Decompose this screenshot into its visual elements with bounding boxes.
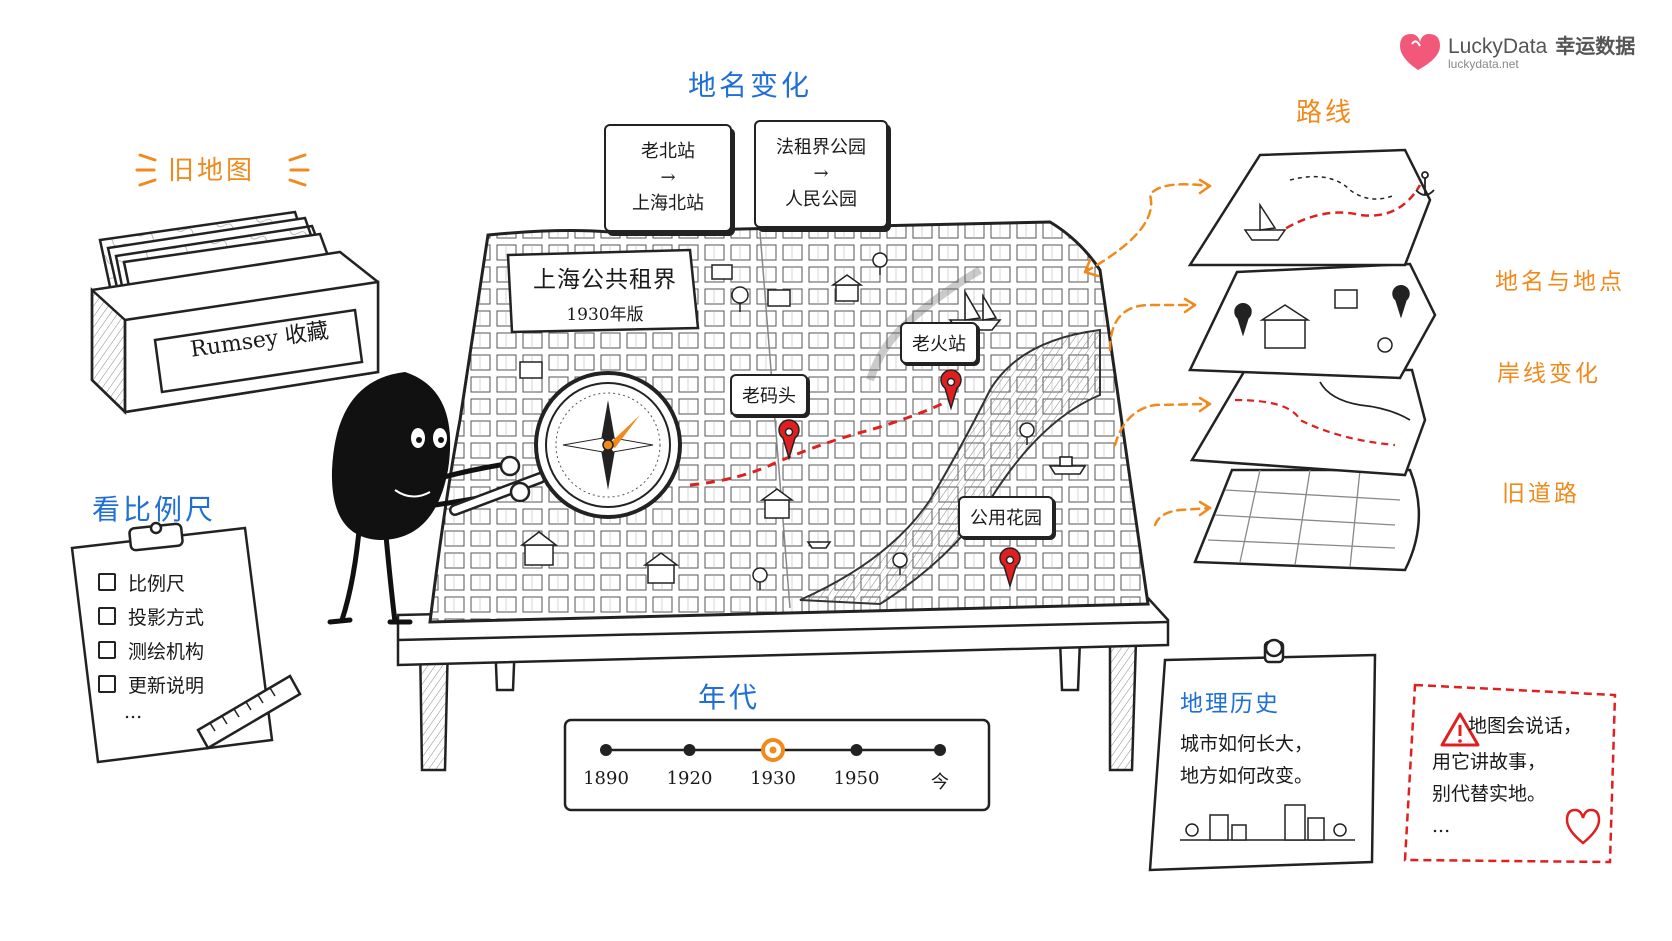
new-name: 上海北站 <box>632 193 704 214</box>
old-name: 老北站 <box>641 141 695 162</box>
timeline-dot-selected-core <box>769 746 777 754</box>
checklist-item[interactable]: 更新说明 <box>98 667 204 701</box>
place-name-card-1: 老北站 → 上海北站 <box>604 124 732 232</box>
checkbox[interactable] <box>98 607 116 625</box>
brand: LuckyData 幸运数据 luckydata.net <box>1448 30 1635 71</box>
warning-line: 别代替实地。 <box>1432 783 1547 805</box>
checklist-item[interactable]: 比例尺 <box>98 565 204 599</box>
history-line: 城市如何长大， <box>1180 733 1314 755</box>
checklist-item[interactable]: 测绘机构 <box>98 633 204 667</box>
checkbox[interactable] <box>98 573 116 591</box>
history-line: 地方如何改变。 <box>1180 765 1314 787</box>
timeline-label: 今 <box>931 772 949 793</box>
new-name: 人民公园 <box>785 189 857 210</box>
checklist-item[interactable]: 投影方式 <box>98 599 204 633</box>
warning-note <box>1403 683 1617 864</box>
map-pin-icon <box>778 369 1021 589</box>
timeline-label: 1890 <box>583 768 629 789</box>
timeline-label: 1920 <box>666 768 713 789</box>
place-names-title: 地名变化 <box>688 69 813 102</box>
era-title: 年代 <box>698 681 761 714</box>
brand-logo-icon <box>1400 34 1440 70</box>
timeline-box <box>563 718 991 812</box>
warning-line: 用它讲故事， <box>1432 751 1547 773</box>
character <box>327 371 682 625</box>
history-note-title: 地理历史 <box>1180 691 1280 717</box>
checklist-more: ... <box>124 701 143 723</box>
arrow: → <box>813 163 829 184</box>
warning-text-rest: 用它讲故事， 别代替实地。 ... <box>1432 746 1546 842</box>
warning-text: 地图会说话， <box>1468 710 1582 742</box>
arrow: → <box>660 167 676 188</box>
timeline-dot[interactable] <box>850 744 863 756</box>
warning-line: 地图会说话， <box>1468 715 1583 737</box>
timeline-label: 1950 <box>833 768 880 789</box>
map-title-main: 上海公共租界 <box>533 267 677 293</box>
timeline-dot[interactable] <box>600 744 612 756</box>
map-title: 上海公共租界 1930年版 <box>520 260 690 325</box>
scale-title: 看比例尺 <box>92 493 217 526</box>
route-title: 路线 <box>1296 98 1355 128</box>
callout-public-garden: 公用花园 <box>958 496 1054 538</box>
callout-old-fire-station: 老火站 <box>900 322 978 364</box>
old-name: 法租界公园 <box>776 137 866 158</box>
brand-url: luckydata.net <box>1448 57 1519 71</box>
layer-label-places: 地名与地点 <box>1495 269 1625 295</box>
place-name-card-2: 法租界公园 → 人民公园 <box>754 120 888 228</box>
warning-more: ... <box>1432 815 1451 837</box>
old-maps-box <box>90 210 380 415</box>
callout-old-pier: 老码头 <box>730 374 808 416</box>
timeline-label: 1930 <box>750 768 796 789</box>
layer-label-coastline: 岸线变化 <box>1497 361 1601 387</box>
scale-checklist: 比例尺 投影方式 测绘机构 更新说明 ... <box>98 565 204 723</box>
history-note: 地理历史 城市如何长大， 地方如何改变。 <box>1180 684 1313 792</box>
layer-label-old-roads: 旧道路 <box>1502 481 1580 507</box>
history-board <box>1148 638 1377 872</box>
clipboard <box>70 521 302 764</box>
checkbox[interactable] <box>98 675 116 693</box>
checkbox[interactable] <box>98 641 116 659</box>
timeline-dot[interactable] <box>934 744 946 756</box>
map-title-sub: 1930年版 <box>566 305 644 325</box>
timeline-dot[interactable] <box>683 744 696 756</box>
brand-name: LuckyData <box>1448 35 1548 58</box>
brand-cn-name: 幸运数据 <box>1555 34 1636 58</box>
old-maps-title: 旧地图 <box>168 156 256 186</box>
layer-stack <box>1187 148 1437 572</box>
